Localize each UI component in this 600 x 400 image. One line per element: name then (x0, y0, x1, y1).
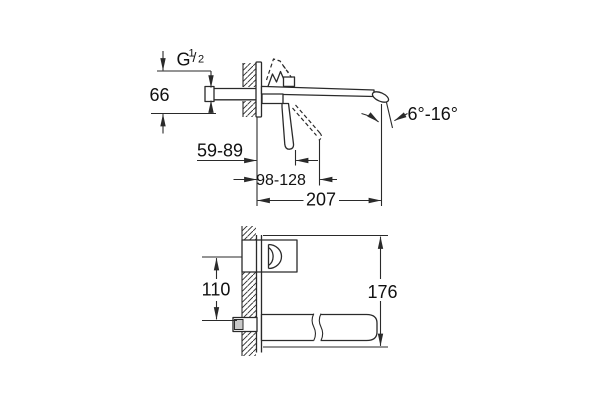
dim-110: 110 (202, 256, 242, 322)
handle-hub (267, 70, 296, 88)
valve-body (261, 93, 284, 105)
nipple-thread (234, 319, 244, 330)
thread-size-callout: G 1 / 2 (157, 48, 214, 114)
dim-176: 176 (263, 234, 398, 348)
handle-raised-inner (282, 65, 289, 73)
thread-size-sub: 2 (198, 54, 204, 66)
aerator-angle-callout: 6°-16° (361, 102, 458, 129)
lever-blade (281, 102, 295, 150)
dim-207: 207 (257, 104, 383, 210)
supply-pipe (204, 85, 257, 103)
dim-176-label: 176 (367, 282, 397, 302)
thread-size-sup: 1 (189, 48, 195, 60)
angle-leader-arrow (394, 112, 408, 122)
handle-block-outline (241, 239, 298, 273)
wall-section (242, 63, 256, 117)
handle-d-arc (267, 243, 283, 270)
pipe-lines (214, 87, 257, 101)
angle-label: 6°-16° (408, 104, 458, 124)
pipe-end-cap (204, 85, 215, 103)
spout (260, 85, 390, 103)
supply-nipple (232, 316, 258, 333)
thread-size-slash: / (193, 49, 197, 65)
thread-size-label: G (177, 50, 191, 70)
break-wave-right (318, 313, 324, 341)
hub-block (282, 76, 296, 88)
dim-66-label: 66 (149, 85, 169, 105)
wall-section-bottom (241, 226, 256, 356)
aerator-mousseur (371, 91, 390, 103)
wall-hatch-1 (242, 226, 256, 240)
bottom-view: 110 176 (202, 226, 398, 356)
hub-zigzag (267, 70, 285, 87)
lever-handle (261, 93, 295, 150)
dim-207-label: 207 (306, 190, 336, 210)
wall-plate (255, 61, 263, 118)
break-gap (313, 313, 321, 342)
dim-98-128: 98-128 (233, 139, 337, 189)
dim-66: 66 (149, 51, 216, 134)
dim-59-89-label: 59-89 (197, 141, 243, 161)
dim-110-label: 110 (202, 280, 231, 300)
wall-hatch-upper (243, 63, 256, 87)
wall-hatch-3 (242, 331, 256, 356)
wall-plate-edge (255, 235, 263, 353)
break-wave-left (311, 313, 317, 341)
wall-hatch-2 (242, 272, 256, 318)
side-view: G 1 / 2 66 59-89 98-128 (149, 48, 457, 210)
spout-bottom-view (260, 313, 378, 342)
angle-tilted-line (385, 102, 394, 129)
dim-59-89: 59-89 (197, 117, 318, 206)
angle-arc-arrow (361, 112, 379, 123)
dim-98-128-label: 98-128 (256, 172, 306, 189)
lever-raised-dashed (292, 104, 323, 141)
handle-body-block (241, 239, 298, 273)
wall-hatch-lower (243, 101, 256, 117)
